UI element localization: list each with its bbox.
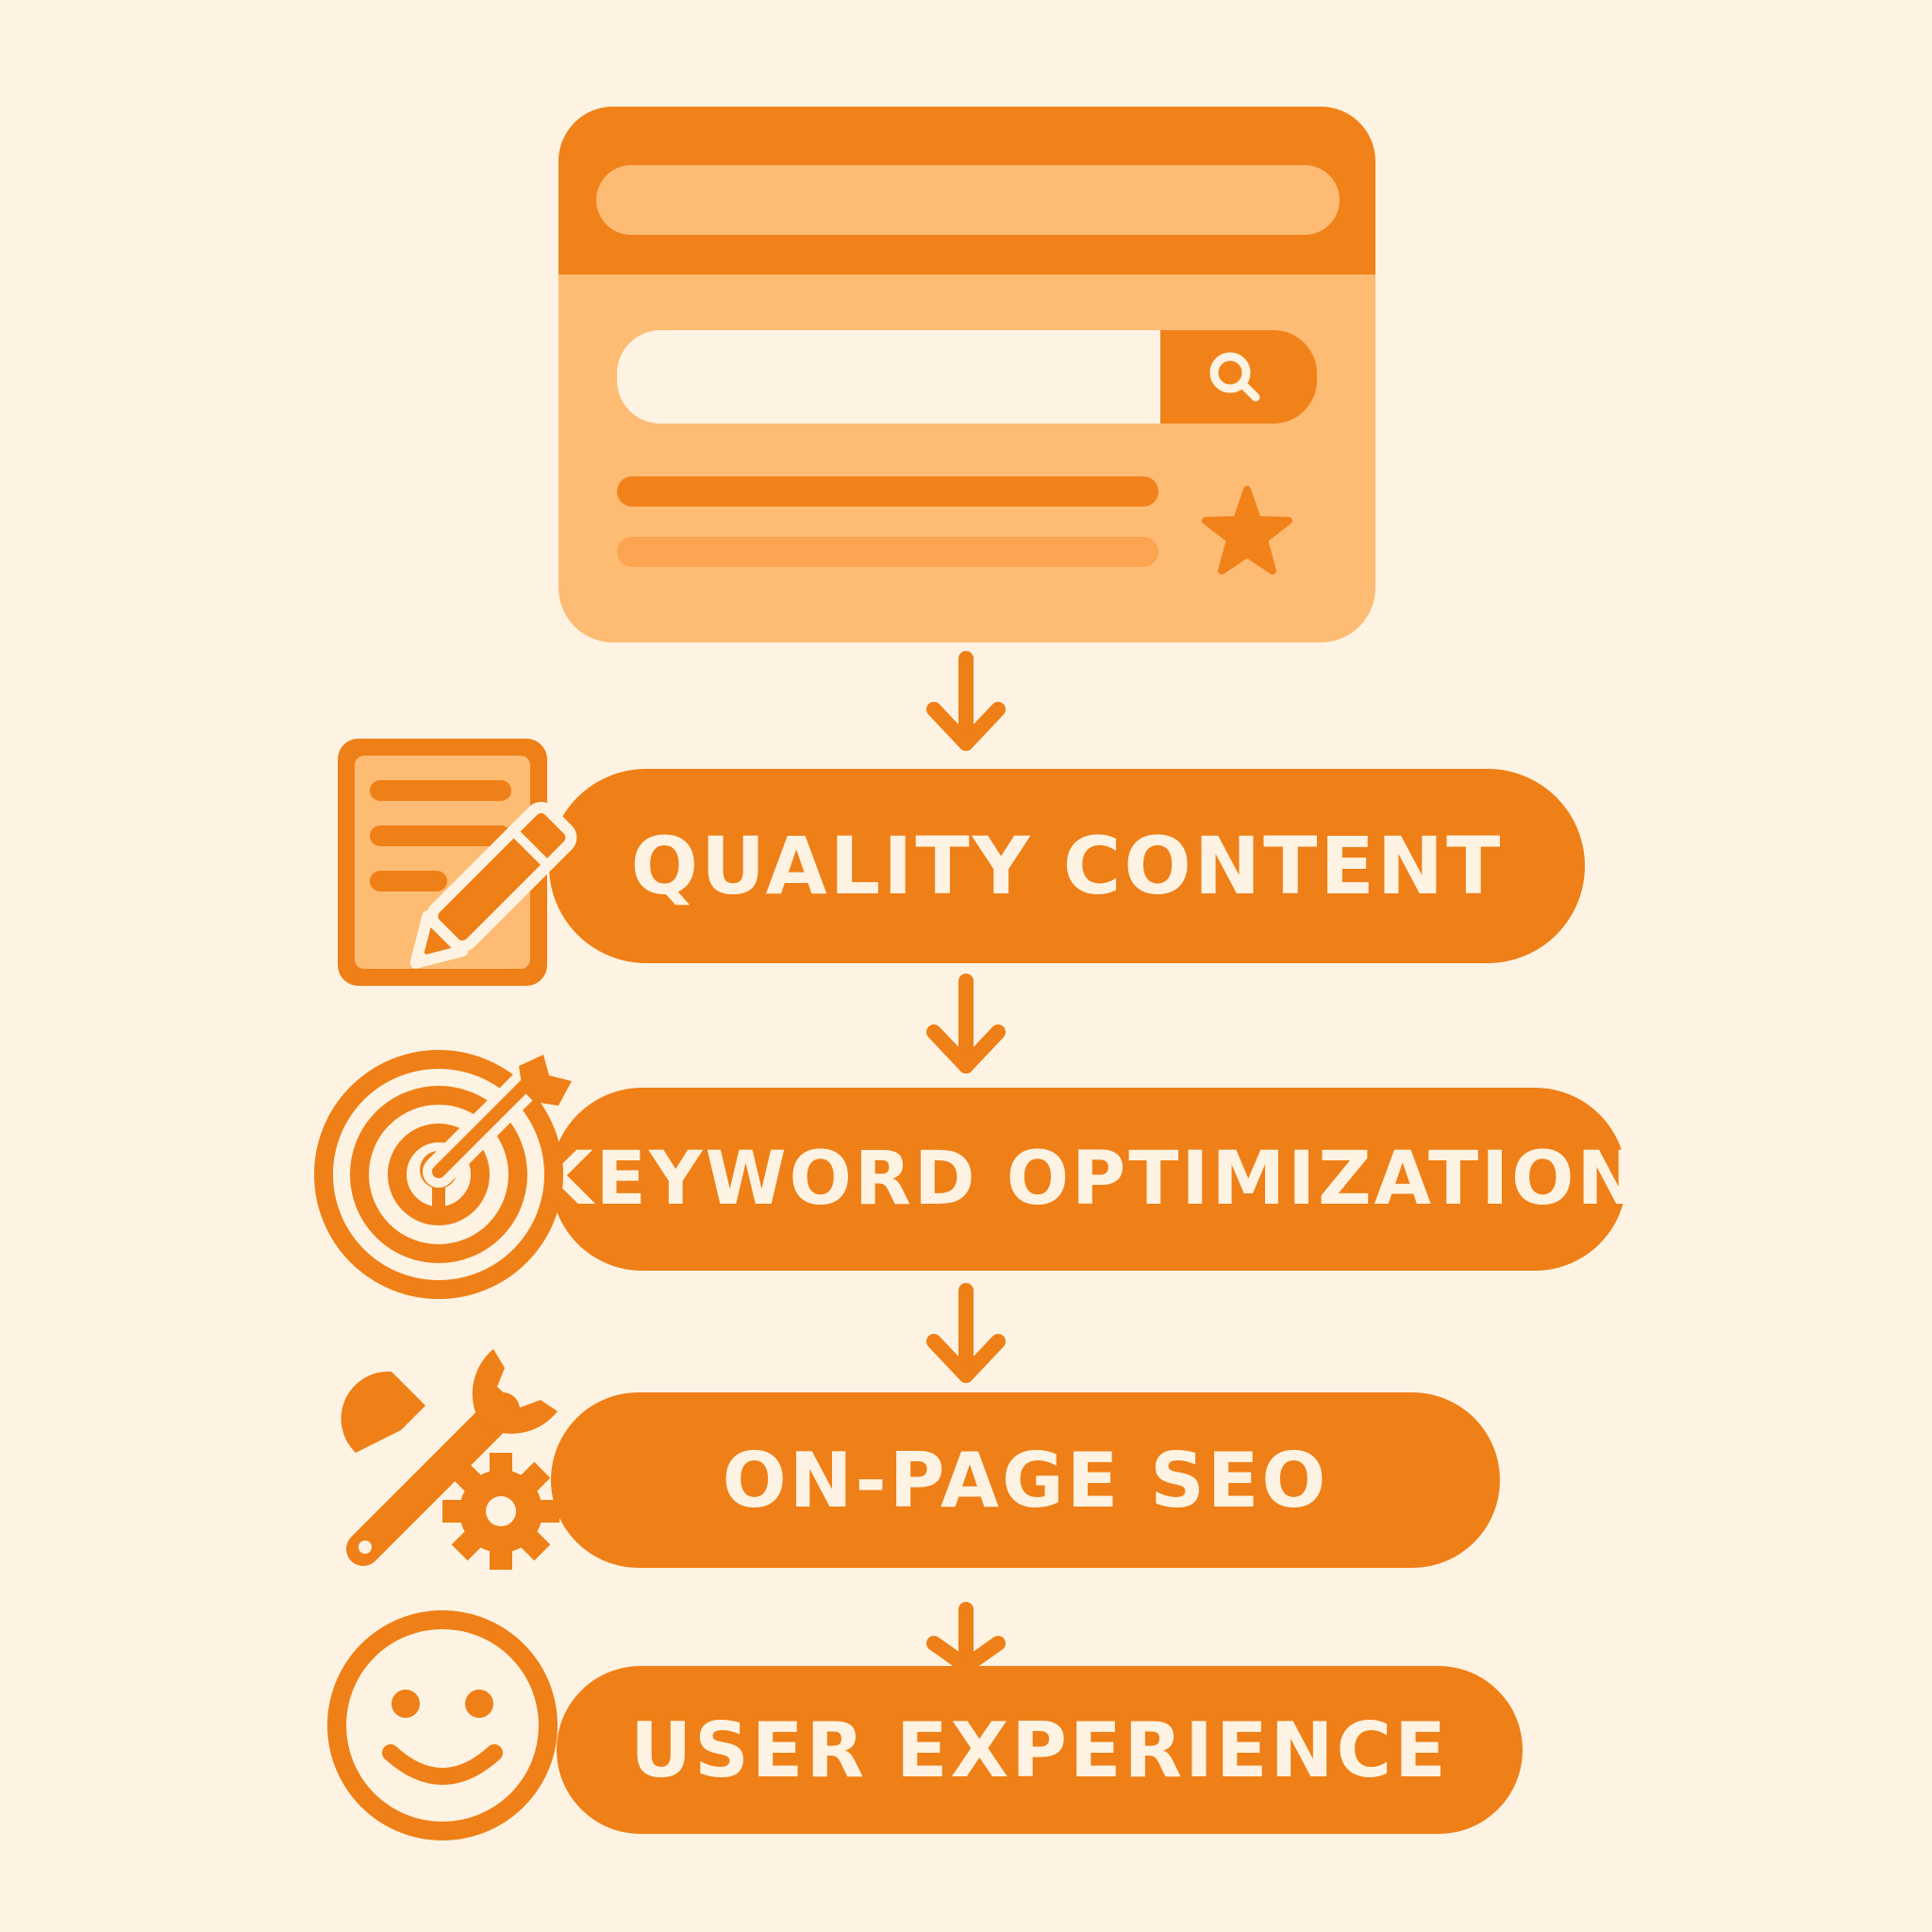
- down-arrow-icon: [926, 974, 1006, 1074]
- result-line: [617, 537, 1158, 567]
- step-keyword-optimization: KEYWORD OPTIMIZATION: [536, 1088, 1639, 1271]
- step-label: QUALITY CONTENT: [630, 820, 1504, 912]
- result-line: [617, 476, 1158, 507]
- address-bar: [596, 165, 1340, 235]
- search-icon: [1209, 352, 1260, 402]
- step-user-experience: USER EXPERIENCE: [557, 1666, 1523, 1834]
- document-pencil-icon: [338, 739, 577, 986]
- star-icon: [1202, 486, 1292, 575]
- search-button: [1160, 330, 1317, 424]
- step-label: ON-PAGE SEO: [722, 1436, 1329, 1524]
- wrench-gear-icon: [341, 1349, 559, 1570]
- target-arrow-icon: [314, 1050, 572, 1299]
- step-label: USER EXPERIENCE: [630, 1706, 1449, 1794]
- down-arrow-icon: [926, 651, 1006, 751]
- step-label: KEYWORD OPTIMIZATION: [536, 1137, 1641, 1222]
- smiley-face-icon: [327, 1610, 558, 1840]
- search-field: [617, 330, 1160, 424]
- down-arrow-icon: [926, 1283, 1006, 1383]
- step-on-page-seo: ON-PAGE SEO: [551, 1392, 1500, 1568]
- step-quality-content: QUALITY CONTENT: [549, 769, 1585, 963]
- search-engine-window: [558, 107, 1375, 642]
